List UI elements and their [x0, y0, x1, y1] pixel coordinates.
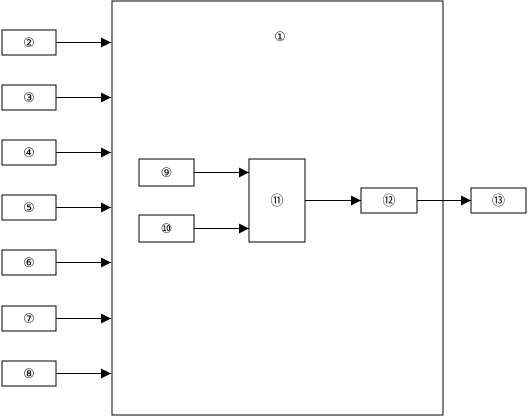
output-box: [470, 187, 527, 214]
input-label-2: ②: [23, 36, 35, 51]
input-label-4: ④: [23, 146, 35, 161]
inner-input-label-10: ⑩: [161, 222, 173, 237]
processor-box: [248, 158, 306, 243]
input-label-3: ③: [23, 91, 35, 106]
main-block-label: ①: [274, 30, 286, 45]
input-box-8: [1, 360, 57, 387]
input-label-8: ⑧: [23, 367, 35, 382]
inner-input-label-9: ⑨: [161, 166, 173, 181]
input-label-7: ⑦: [23, 312, 35, 327]
input-box-5: [1, 194, 57, 221]
input-box-7: [1, 305, 57, 332]
main-block: [111, 0, 444, 416]
input-box-4: [1, 139, 57, 166]
output-label: ⑬: [492, 194, 505, 209]
input-box-2: [1, 29, 57, 56]
output-stage-label: ⑫: [382, 194, 395, 209]
input-label-6: ⑥: [23, 256, 35, 271]
input-label-5: ⑤: [23, 201, 35, 216]
processor-label: ⑪: [270, 194, 283, 209]
